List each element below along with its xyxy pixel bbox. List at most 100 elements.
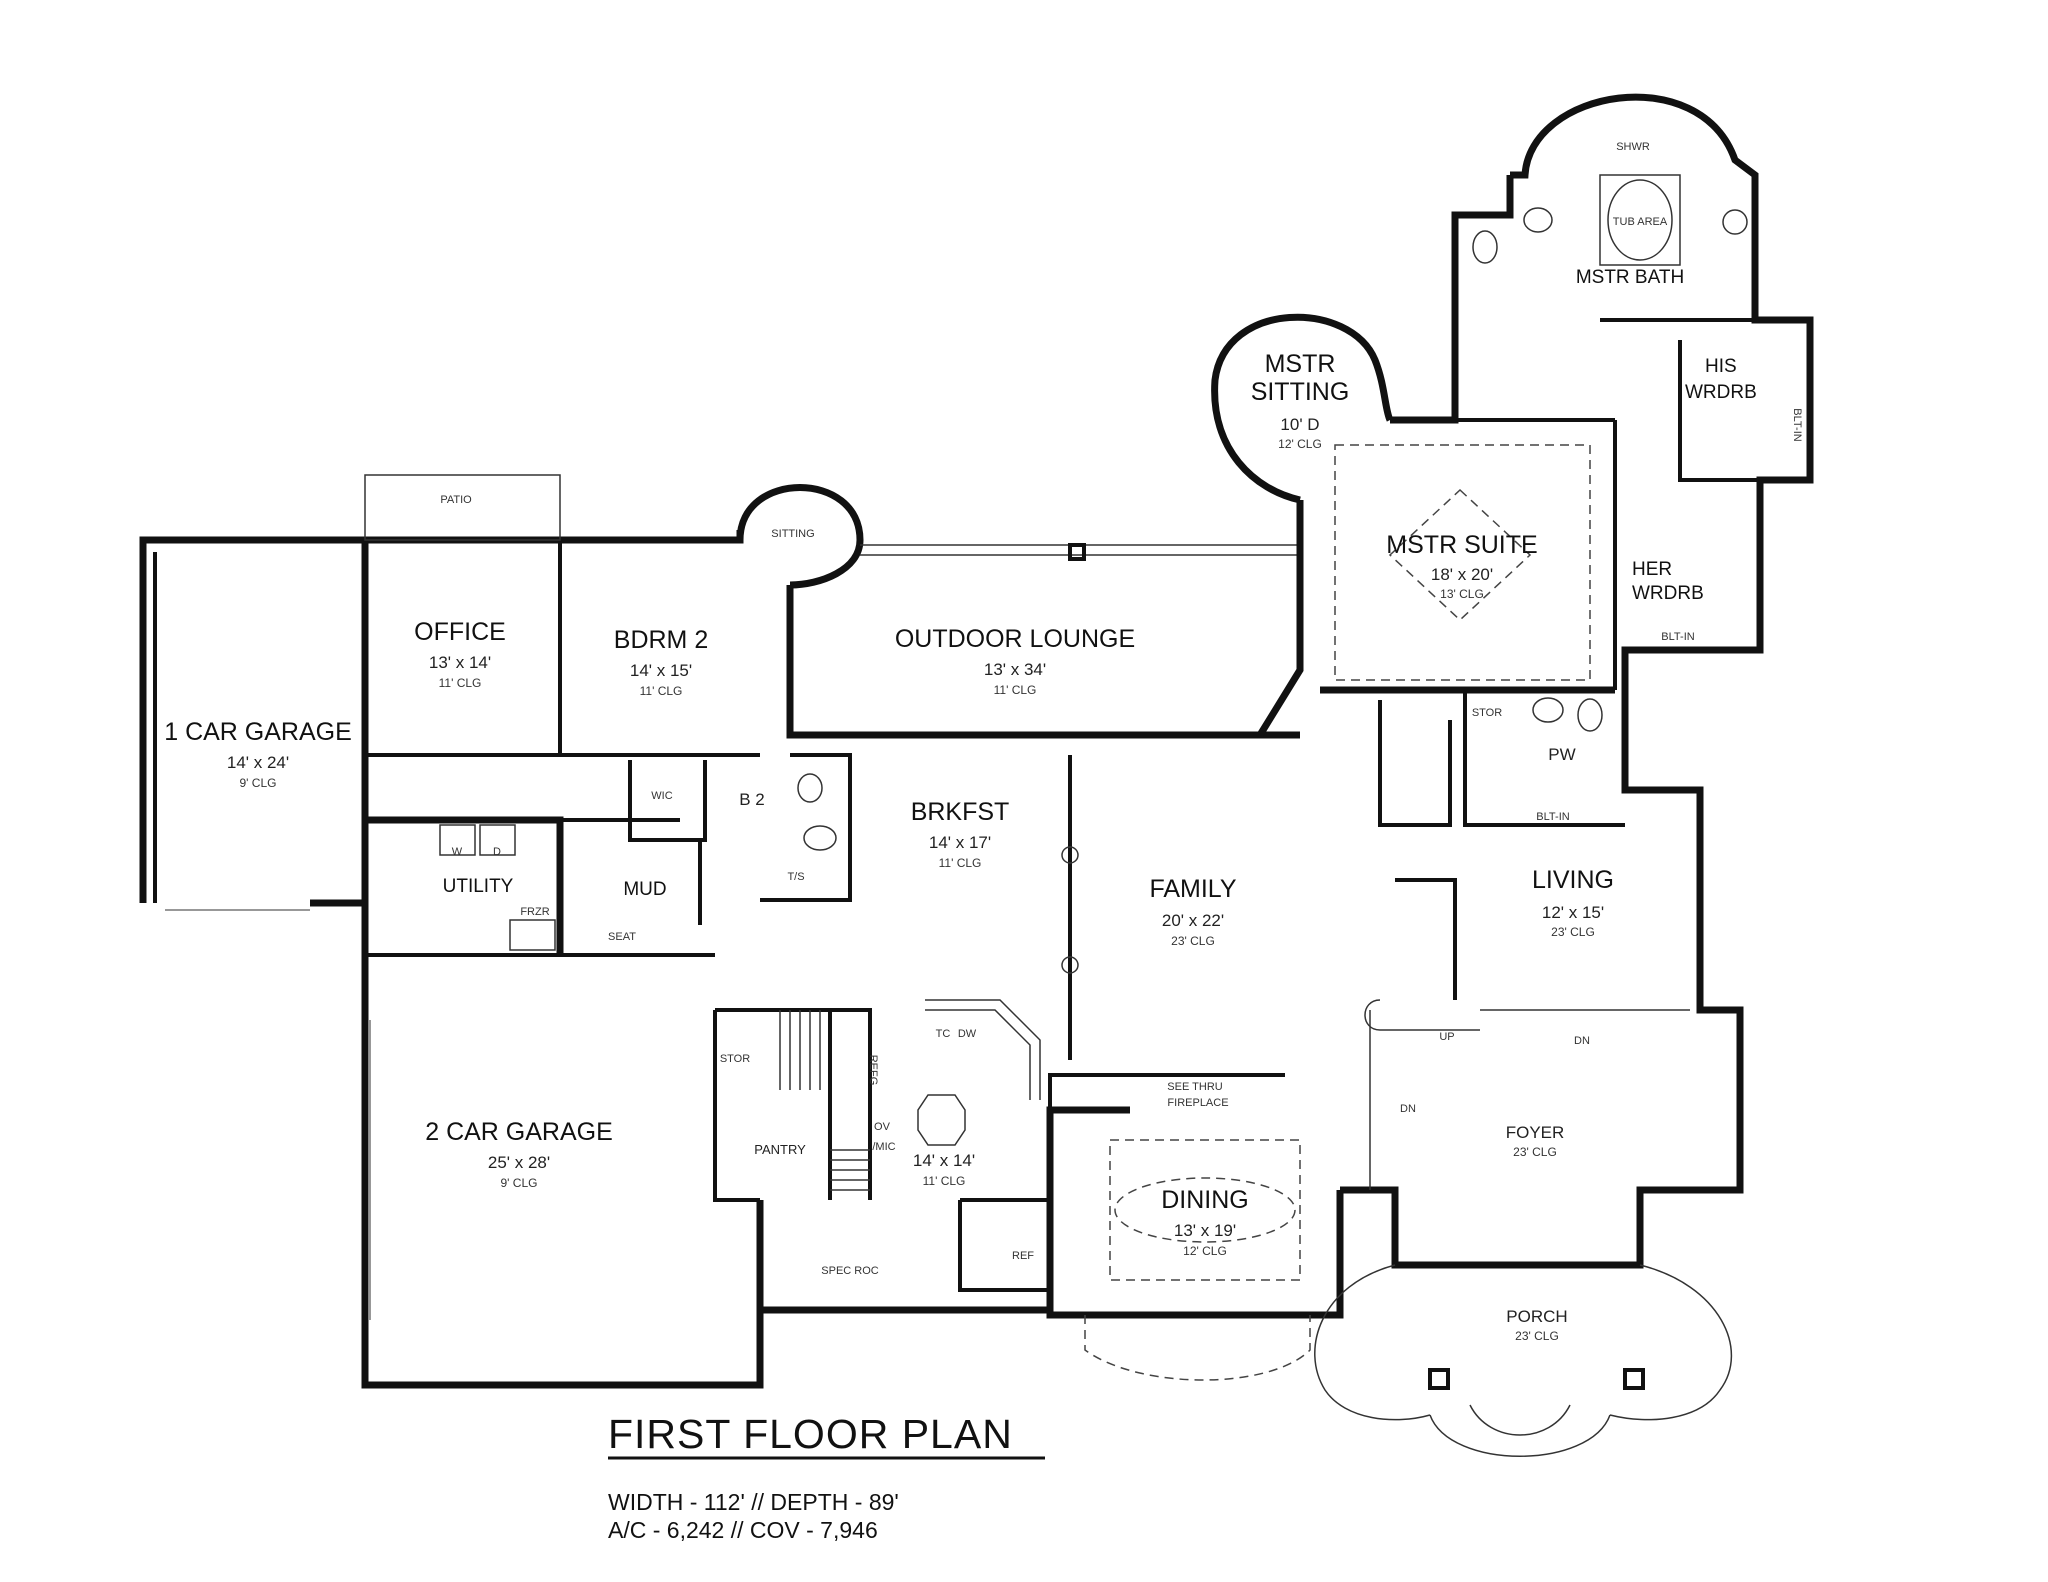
fireplace-label-1: SEE THRU — [1167, 1081, 1222, 1093]
room-mstr-suite: MSTR SUITE 18' x 20' 13' CLG — [1386, 531, 1537, 601]
patio-label: PATIO — [440, 494, 472, 506]
room-clg: 11' CLG — [439, 676, 482, 690]
room-name: UTILITY — [443, 876, 514, 897]
room-clg: 23' CLG — [1551, 925, 1595, 939]
room-dining: DINING 13' x 19' 12' CLG — [1161, 1186, 1249, 1258]
misc-labels: PATIO SITTING STOR STOR SEE THRU FIREPLA… — [440, 494, 1590, 1115]
room-name: OUTDOOR LOUNGE — [895, 625, 1135, 653]
stair-up-label: UP — [1439, 1031, 1454, 1043]
room-dims: 13' x 14' — [429, 653, 491, 672]
fireplace-label-2: FIREPLACE — [1167, 1097, 1228, 1109]
room-dims: 10' D — [1280, 415, 1319, 434]
bltin-label: BLT-IN — [1661, 631, 1694, 643]
room-clg: 11' CLG — [923, 1174, 966, 1188]
room-utility: UTILITY W D FRZR — [443, 846, 550, 918]
room-clg: 11' CLG — [939, 856, 982, 870]
room-name-line1: MSTR — [1265, 350, 1336, 378]
room-dims: 20' x 22' — [1162, 911, 1224, 930]
room-two-car-garage: 2 CAR GARAGE 25' x 28' 9' CLG — [425, 1118, 613, 1190]
room-dims: 14' x 15' — [630, 661, 692, 680]
room-dims: 13' x 34' — [984, 660, 1046, 679]
room-name-line1: HIS — [1705, 356, 1737, 377]
dw-label: DW — [958, 1028, 977, 1040]
exterior-walls — [139, 93, 1814, 1389]
room-clg: 23' CLG — [1171, 934, 1215, 948]
wic-label: WIC — [651, 790, 672, 802]
stair-dn-label-1: DN — [1574, 1035, 1590, 1047]
room-clg: 12' CLG — [1183, 1244, 1227, 1258]
room-name: BRKFST — [911, 798, 1010, 826]
room-name-line2: SITTING — [1251, 378, 1350, 406]
room-clg: 23' CLG — [1513, 1145, 1557, 1159]
room-living: LIVING 12' x 15' 23' CLG BLT-IN — [1532, 811, 1614, 939]
oven-label: OV — [874, 1121, 891, 1133]
room-her-wrdrb: HER WRDRB BLT-IN — [1632, 559, 1704, 643]
room-name: MSTR SUITE — [1386, 531, 1537, 559]
room-name: FAMILY — [1149, 875, 1236, 903]
room-family: FAMILY 20' x 22' 23' CLG — [1149, 875, 1236, 948]
room-foyer: FOYER 23' CLG — [1506, 1123, 1565, 1159]
dryer-label: D — [493, 846, 501, 858]
room-name-line2: WRDRB — [1632, 583, 1704, 604]
room-name: LIVING — [1532, 866, 1614, 894]
room-name: DINING — [1161, 1186, 1249, 1214]
room-clg: 23' CLG — [1515, 1329, 1559, 1343]
shower-label: SHWR — [1616, 141, 1650, 153]
room-dims: 14' x 14' — [913, 1151, 975, 1170]
room-name: 2 CAR GARAGE — [425, 1118, 613, 1146]
room-name: OFFICE — [414, 618, 506, 646]
room-clg: 12' CLG — [1278, 437, 1322, 451]
plan-title: FIRST FLOOR PLAN — [608, 1411, 1013, 1457]
room-bdrm2: BDRM 2 14' x 15' 11' CLG — [614, 626, 708, 698]
room-name: MUD — [623, 879, 666, 900]
refg-label: REFG — [867, 1055, 879, 1086]
area-stats: A/C - 6,242 // COV - 7,946 — [608, 1517, 878, 1543]
room-mud: MUD SEAT — [608, 879, 667, 943]
room-outdoor-lounge: OUTDOOR LOUNGE 13' x 34' 11' CLG — [895, 625, 1135, 697]
room-dims: 14' x 17' — [929, 833, 991, 852]
room-dims: 14' x 24' — [227, 753, 289, 772]
room-clg: 11' CLG — [994, 683, 1037, 697]
room-name: B 2 — [739, 790, 765, 809]
bltin-label: BLT-IN — [1536, 811, 1569, 823]
room-dims: 18' x 20' — [1431, 565, 1493, 584]
sitting-label: SITTING — [771, 528, 814, 540]
room-pantry: PANTRY — [754, 1142, 806, 1157]
stor-label-pw: STOR — [1472, 707, 1502, 719]
room-name: PANTRY — [754, 1142, 806, 1157]
room-dims: 12' x 15' — [1542, 903, 1604, 922]
stor-label-garage: STOR — [720, 1053, 750, 1065]
room-office: OFFICE 13' x 14' 11' CLG — [414, 618, 506, 690]
room-mstr-sitting: MSTR SITTING 10' D 12' CLG — [1251, 350, 1350, 451]
room-name: PW — [1548, 745, 1575, 764]
room-name: BDRM 2 — [614, 626, 708, 654]
room-name: PORCH — [1506, 1307, 1567, 1326]
stair-dn-label-2: DN — [1400, 1103, 1416, 1115]
tc-label: TC — [936, 1028, 951, 1040]
room-name: 1 CAR GARAGE — [164, 718, 352, 746]
room-dims: 25' x 28' — [488, 1153, 550, 1172]
room-name: MSTR BATH — [1576, 267, 1684, 288]
freezer-label: FRZR — [520, 906, 549, 918]
room-dims: 13' x 19' — [1174, 1221, 1236, 1240]
room-clg: 9' CLG — [501, 1176, 538, 1190]
spec-roc-label: SPEC ROC — [821, 1265, 879, 1277]
ts-label: T/S — [787, 871, 804, 883]
room-b2: B 2 WIC T/S — [651, 790, 804, 883]
room-porch: PORCH 23' CLG — [1506, 1307, 1567, 1343]
tub-label: TUB AREA — [1613, 216, 1668, 228]
ref-label: REF — [1012, 1250, 1034, 1262]
room-name-line2: WRDRB — [1685, 382, 1757, 403]
plan-details — [165, 174, 1748, 1457]
room-his-wrdrb: HIS WRDRB BLT-IN — [1685, 356, 1803, 442]
room-clg: 11' CLG — [640, 684, 683, 698]
washer-label: W — [452, 846, 463, 858]
room-pw: PW — [1548, 745, 1575, 764]
room-clg: 13' CLG — [1440, 587, 1484, 601]
room-name-line1: HER — [1632, 559, 1672, 580]
room-kitchen: 14' x 14' 11' CLG REFG OV /MIC TC DW SPE… — [821, 1028, 1034, 1277]
title-block: FIRST FLOOR PLAN WIDTH - 112' // DEPTH -… — [608, 1411, 1045, 1543]
room-name: FOYER — [1506, 1123, 1565, 1142]
seat-label: SEAT — [608, 931, 636, 943]
